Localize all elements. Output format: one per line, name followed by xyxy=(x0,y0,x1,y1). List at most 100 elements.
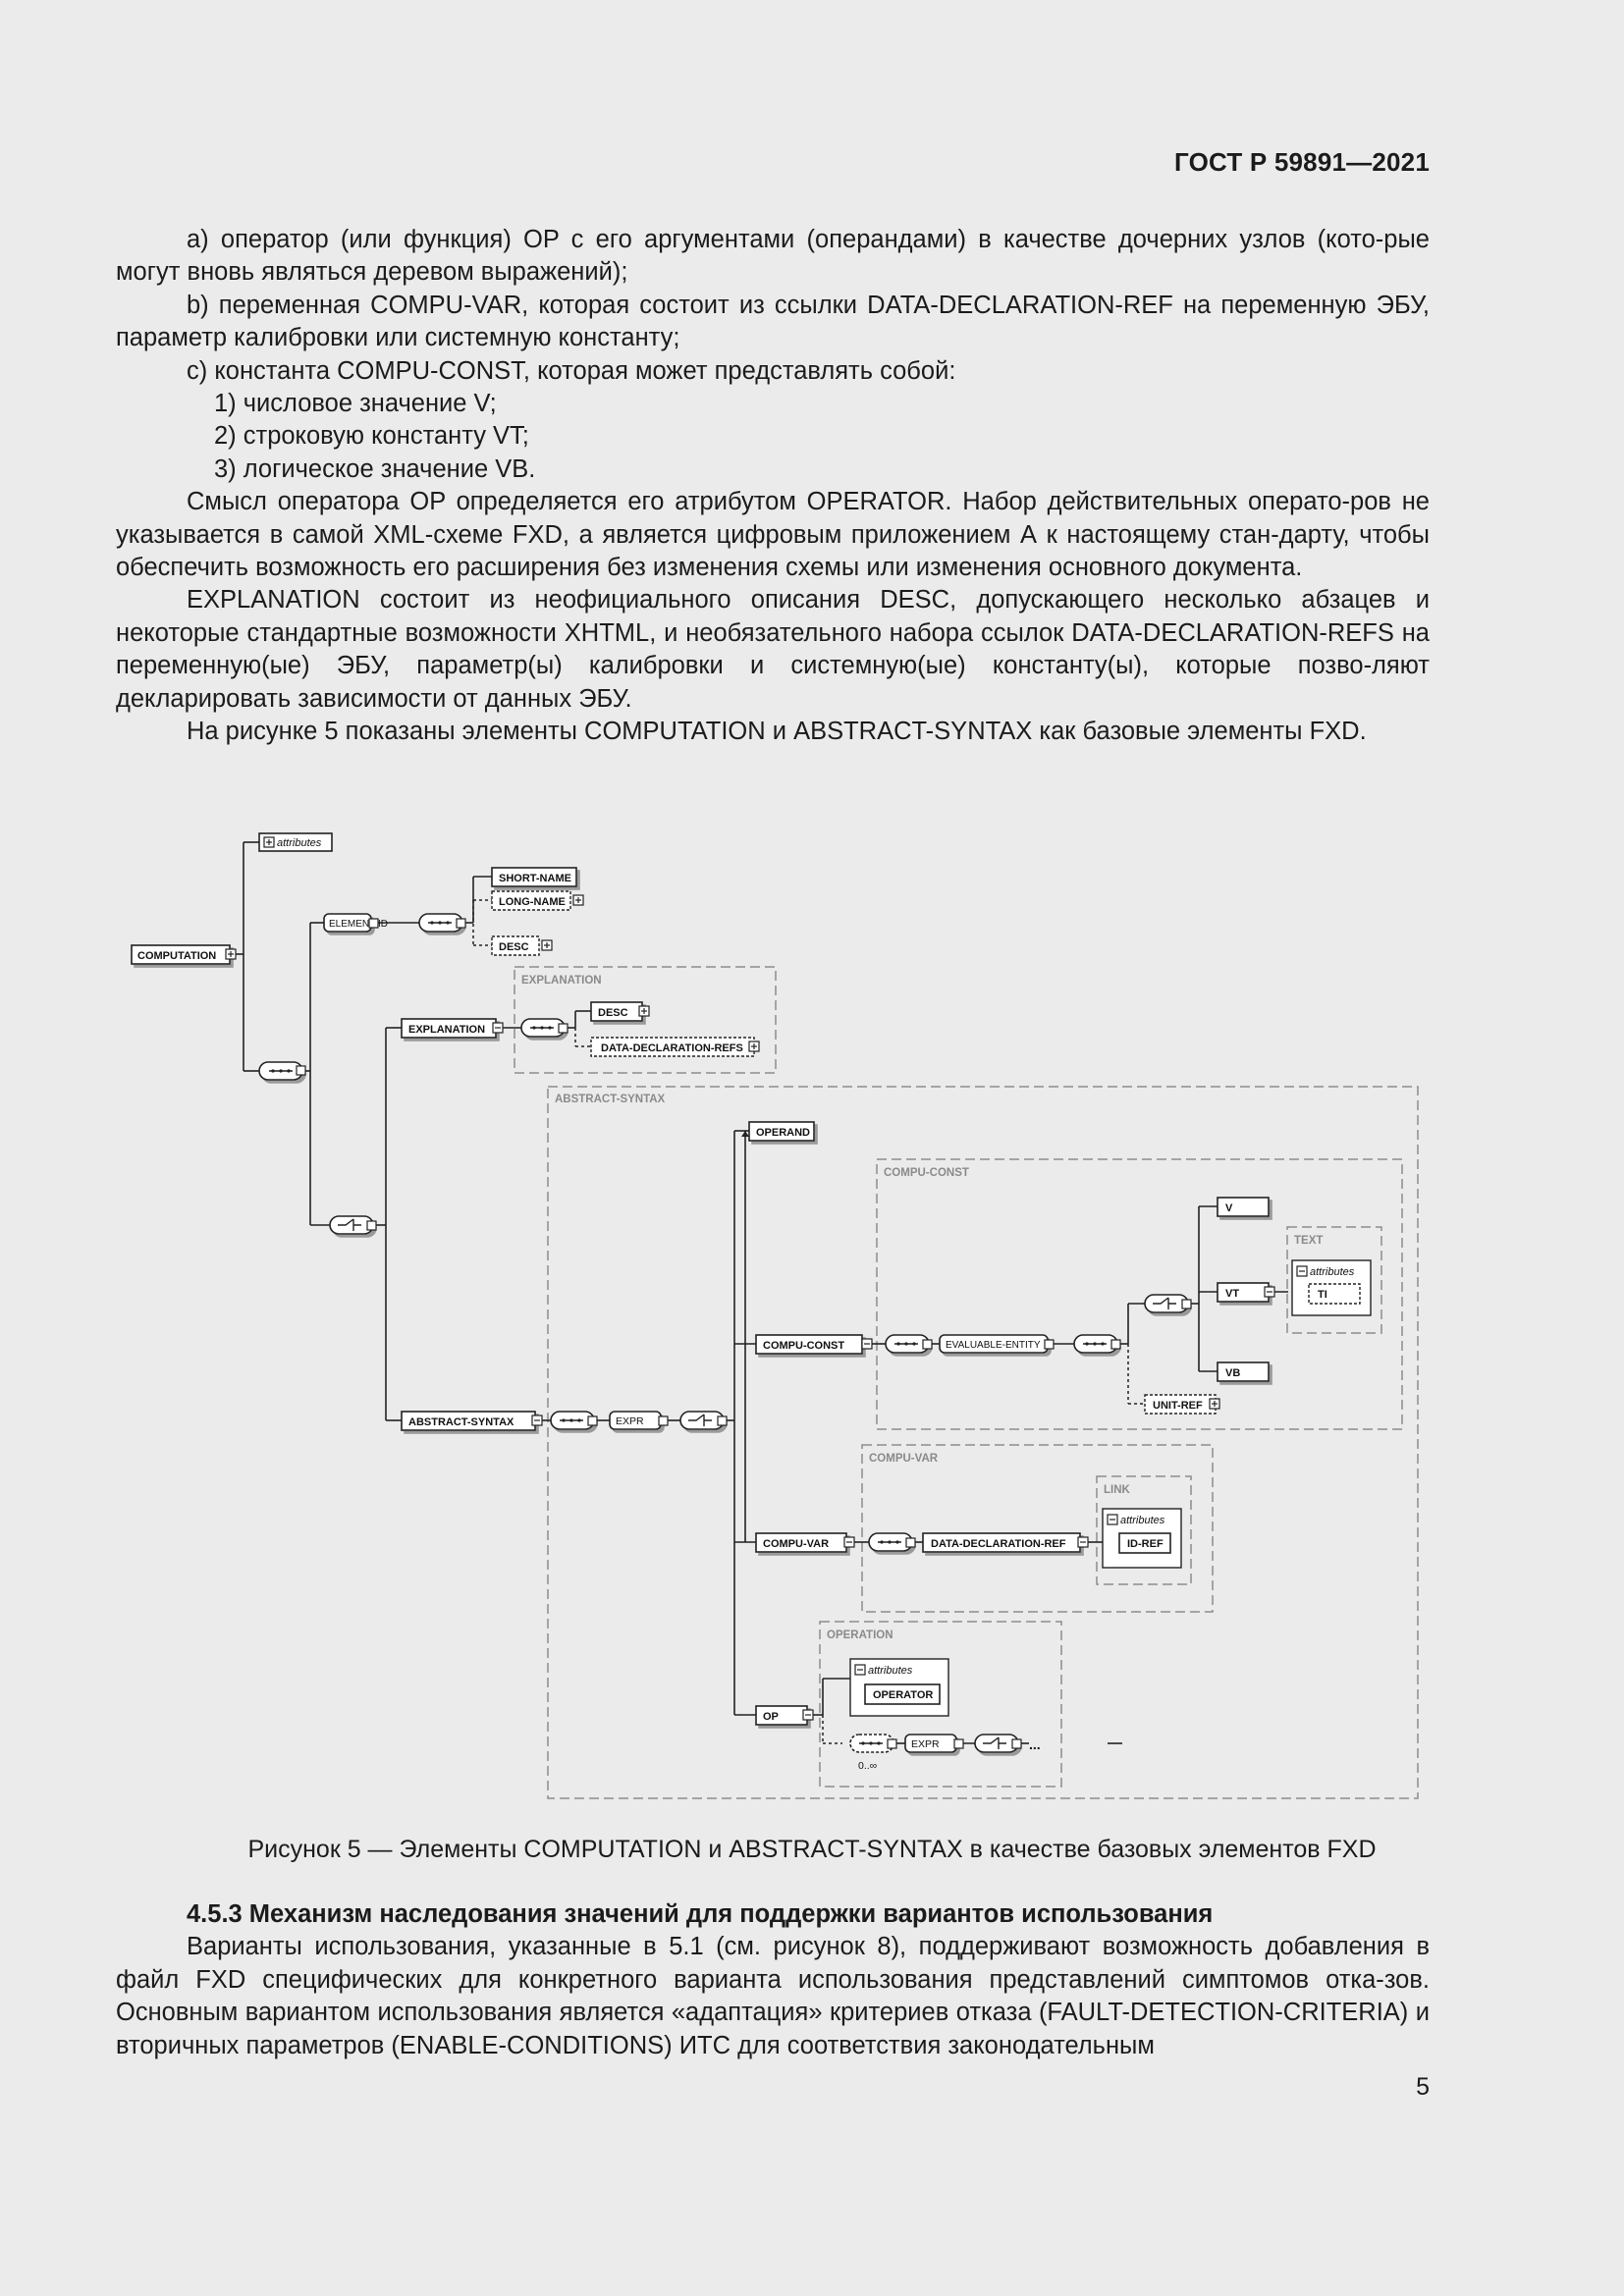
attributes-label: attributes xyxy=(277,837,322,849)
sequence-compositor xyxy=(258,1061,306,1081)
unit-ref-label: UNIT-REF xyxy=(1153,1400,1203,1412)
attributes-box: attributes xyxy=(258,832,333,852)
link-attributes-label: attributes xyxy=(1120,1515,1165,1526)
explanation-group-label: EXPLANATION xyxy=(521,975,602,987)
unit-ref-element: UNIT-REF xyxy=(1144,1394,1220,1415)
text-attributes-label: attributes xyxy=(1310,1266,1355,1278)
operation-attributes-label: attributes xyxy=(868,1665,913,1677)
compu-const-element: COMPU-CONST xyxy=(755,1334,873,1355)
connectors xyxy=(236,841,1288,1744)
vb-element: VB xyxy=(1217,1362,1270,1382)
desc-label: DESC xyxy=(499,941,529,953)
op-expr-element: EXPR xyxy=(904,1734,964,1753)
op-element: OP xyxy=(755,1705,814,1726)
text-attributes-box: attributes TI xyxy=(1291,1259,1372,1316)
short-name-label: SHORT-NAME xyxy=(499,873,571,884)
explanation-desc-label: DESC xyxy=(598,1007,628,1019)
list-item-a: а) оператор (или функция) OP с его аргум… xyxy=(116,226,1430,287)
link-group-label: LINK xyxy=(1104,1484,1131,1496)
evaluable-entity-label: EVALUABLE-ENTITY xyxy=(946,1340,1041,1351)
list-item-b: b) переменная COMPU-VAR, которая состоит… xyxy=(116,291,1430,352)
paragraph-explanation: EXPLANATION состоит из неофициального оп… xyxy=(116,586,1430,713)
sequence-compositor xyxy=(868,1532,916,1552)
choice-compositor xyxy=(679,1411,728,1430)
compu-var-element: COMPU-VAR xyxy=(755,1532,855,1553)
list-item-c: с) константа COMPU-CONST, которая может … xyxy=(187,356,956,385)
data-declaration-refs-label: DATA-DECLARATION-REFS xyxy=(601,1042,743,1054)
choice-compositor xyxy=(974,1734,1022,1753)
v-element: V xyxy=(1217,1197,1270,1217)
optional-sequence-compositor xyxy=(849,1734,897,1753)
operation-group-frame xyxy=(819,1621,1062,1788)
operation-group-label: OPERATION xyxy=(827,1629,893,1641)
choice-compositor xyxy=(1144,1294,1192,1313)
paragraph-figure-ref: На рисунке 5 показаны элементы COMPUTATI… xyxy=(187,718,1367,746)
op-label: OP xyxy=(763,1711,779,1723)
schema-diagram-svg: EXPLANATION ABSTRACT-SYNTAX COMPU-CONST … xyxy=(131,832,1419,1799)
vt-element: VT xyxy=(1217,1282,1275,1303)
ti-label: TI xyxy=(1318,1289,1327,1301)
sequence-compositor xyxy=(885,1334,933,1354)
element-id-label: ELEMENT-ID xyxy=(329,919,388,930)
data-declaration-ref-label: DATA-DECLARATION-REF xyxy=(931,1538,1066,1550)
data-declaration-refs-element: DATA-DECLARATION-REFS xyxy=(590,1037,760,1057)
choice-compositor xyxy=(329,1215,377,1235)
sublist-item-3: 3) логическое значение VB. xyxy=(214,454,536,483)
evaluable-entity-element: EVALUABLE-ENTITY xyxy=(939,1334,1055,1354)
page-number: 5 xyxy=(1416,2073,1430,2101)
compu-const-label: COMPU-CONST xyxy=(763,1340,844,1352)
sublist-item-1: 1) числовое значение V; xyxy=(214,390,497,418)
link-attributes-box: attributes ID-REF xyxy=(1102,1508,1182,1569)
compu-var-group-frame xyxy=(861,1444,1214,1613)
operand-element: OPERAND xyxy=(748,1121,815,1142)
text-group-frame xyxy=(1286,1226,1382,1334)
sequence-compositor xyxy=(550,1411,598,1430)
abstract-syntax-label: ABSTRACT-SYNTAX xyxy=(408,1416,514,1428)
sequence-compositor xyxy=(418,913,466,933)
optional-connectors xyxy=(472,899,1145,1744)
figure-caption: Рисунок 5 — Элементы COMPUTATION и ABSTR… xyxy=(247,1836,1377,1863)
section-paragraph: Варианты использования, указанные в 5.1 … xyxy=(116,1933,1430,2059)
multiplicity-label: 0..∞ xyxy=(858,1760,877,1772)
explanation-group-frame xyxy=(514,966,777,1074)
desc-optional-element: DESC xyxy=(491,935,553,956)
computation-element: COMPUTATION xyxy=(131,944,237,965)
long-name-element: LONG-NAME xyxy=(491,890,584,911)
schema-diagram: EXPLANATION ABSTRACT-SYNTAX COMPU-CONST … xyxy=(116,825,1430,1806)
link-group-frame xyxy=(1096,1475,1192,1585)
data-declaration-ref-element: DATA-DECLARATION-REF xyxy=(922,1532,1089,1553)
abstract-syntax-element: ABSTRACT-SYNTAX xyxy=(401,1411,543,1431)
compositors xyxy=(258,913,1192,1753)
section-4-5-3: 4.5.3 Механизм наследования значений для… xyxy=(116,1898,1430,2062)
computation-label: COMPUTATION xyxy=(137,950,216,962)
compu-var-group-label: COMPU-VAR xyxy=(869,1453,939,1465)
explanation-desc-element: DESC xyxy=(590,1001,650,1022)
expr-element: EXPR xyxy=(609,1411,669,1430)
document-header: ГОСТ Р 59891—2021 xyxy=(1174,147,1430,177)
short-name-element: SHORT-NAME xyxy=(491,867,577,887)
vt-label: VT xyxy=(1225,1288,1239,1300)
v-label: V xyxy=(1225,1202,1233,1214)
compu-const-group-label: COMPU-CONST xyxy=(884,1167,969,1179)
compu-var-label: COMPU-VAR xyxy=(763,1538,829,1550)
operator-label: OPERATOR xyxy=(873,1689,933,1701)
explanation-label: EXPLANATION xyxy=(408,1024,485,1036)
section-heading: 4.5.3 Механизм наследования значений для… xyxy=(187,1900,1214,1928)
vb-label: VB xyxy=(1225,1367,1240,1379)
abstract-syntax-group-label: ABSTRACT-SYNTAX xyxy=(555,1094,666,1105)
operand-label: OPERAND xyxy=(756,1127,810,1139)
abstract-syntax-group-frame xyxy=(547,1086,1419,1799)
paragraph-operator: Смысл оператора OP определяется его атри… xyxy=(116,488,1430,582)
ellipsis-label: ... xyxy=(1029,1736,1041,1752)
sequence-compositor xyxy=(520,1018,568,1038)
sublist-item-2: 2) строковую константу VT; xyxy=(214,422,529,451)
explanation-element: EXPLANATION xyxy=(401,1018,504,1039)
operation-attributes-box: attributes OPERATOR xyxy=(849,1658,949,1717)
group-frames xyxy=(514,966,1419,1799)
element-id-element: ELEMENT-ID xyxy=(323,913,388,933)
body-text: а) оператор (или функция) OP с его аргум… xyxy=(116,224,1430,749)
sequence-compositor xyxy=(1073,1334,1121,1354)
expr-label: EXPR xyxy=(616,1415,644,1427)
long-name-label: LONG-NAME xyxy=(499,896,566,908)
id-ref-label: ID-REF xyxy=(1127,1538,1164,1550)
